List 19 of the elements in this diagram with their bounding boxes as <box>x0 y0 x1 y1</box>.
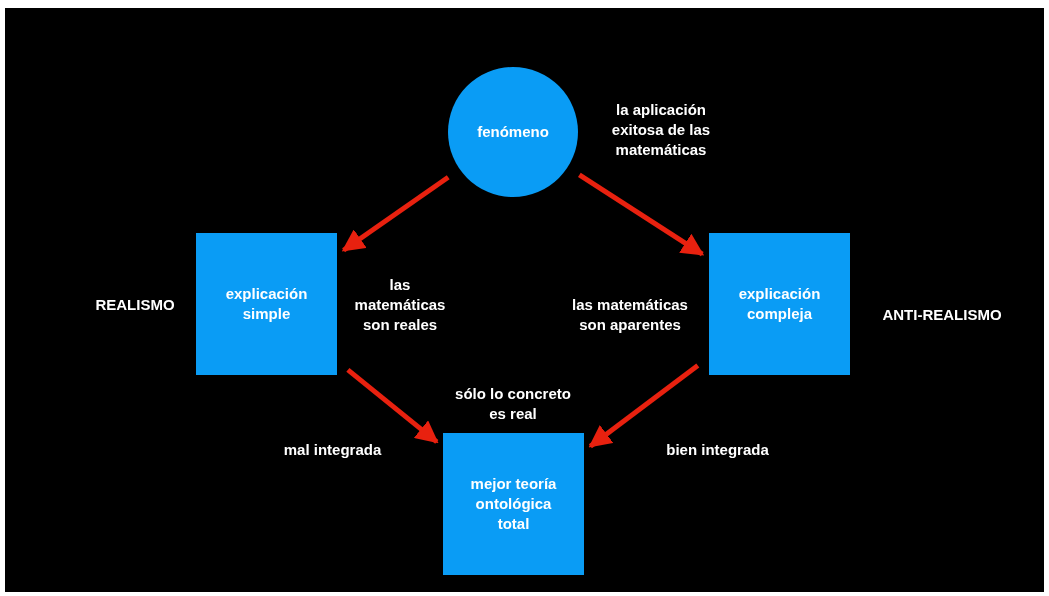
annotation-text: la aplicación exitosa de las matemáticas <box>610 100 712 160</box>
annotation-text: mal integrada <box>282 440 383 460</box>
node-label: explicación simple <box>224 284 309 324</box>
arrow <box>341 175 450 253</box>
side-heading: ANTI-REALISMO <box>881 305 1003 325</box>
node-label: mejor teoría ontológica total <box>469 474 558 534</box>
concept-box <box>443 433 584 575</box>
side-heading: REALISMO <box>94 295 176 315</box>
node-label: fenómeno <box>477 122 549 142</box>
annotation-text: bien integrada <box>665 440 770 460</box>
annotation-text: las matemáticas son aparentes <box>571 295 689 335</box>
annotation-text: sólo lo concreto es real <box>454 384 572 424</box>
arrow <box>346 367 439 444</box>
arrow <box>588 363 700 449</box>
arrow <box>578 172 705 257</box>
annotation-text: las matemáticas son reales <box>353 275 447 335</box>
concept-box <box>196 233 337 375</box>
concept-box <box>709 233 850 375</box>
node-label: explicación compleja <box>737 284 822 324</box>
